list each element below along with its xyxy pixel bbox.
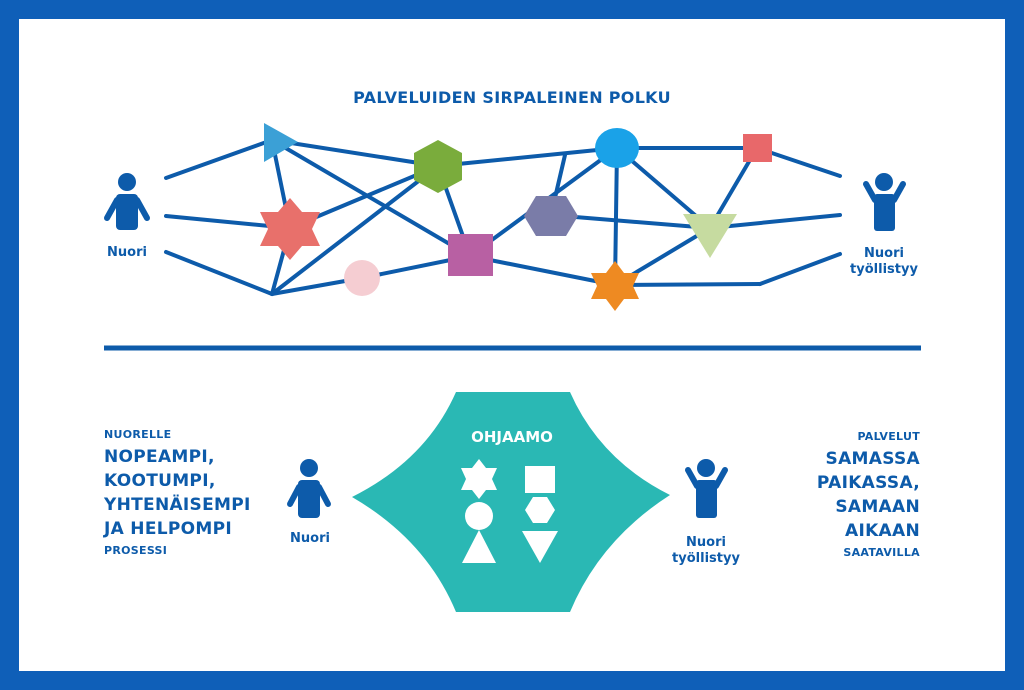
left-big-line: YHTENÄISEMPI xyxy=(104,495,251,515)
person-label-right-bottom-line2: työllistyy xyxy=(672,551,740,566)
left-small-bottom: PROSESSI xyxy=(104,544,168,557)
left-big-line: JA HELPOMPI xyxy=(104,519,232,539)
person-label-right: Nuori työllistyy xyxy=(844,246,924,278)
star-shape xyxy=(260,198,320,260)
star-shape xyxy=(591,261,639,311)
person-icon xyxy=(287,459,331,518)
square-shape xyxy=(448,234,493,276)
left-text-block: NUORELLE NOPEAMPI, KOOTUMPI, YHTENÄISEMP… xyxy=(104,428,251,557)
circle-icon xyxy=(465,502,493,530)
person-label-right-line1: Nuori xyxy=(864,246,904,261)
hexagon-shape xyxy=(414,140,462,193)
right-text-block: PALVELUT SAMASSA PAIKASSA, SAMAAN AIKAAN… xyxy=(790,430,920,559)
hexagon-icon xyxy=(525,497,555,523)
right-big-line: AIKAAN xyxy=(845,521,920,541)
ohjaamo-shape xyxy=(352,392,670,612)
circle-shape xyxy=(344,260,380,296)
square-shape xyxy=(743,134,772,162)
right-small-top: PALVELUT xyxy=(857,430,920,443)
left-small-top: NUORELLE xyxy=(104,428,172,441)
left-big-line: NOPEAMPI, xyxy=(104,447,215,467)
right-big-line: PAIKASSA, xyxy=(816,473,920,493)
ohjaamo-title: OHJAAMO xyxy=(471,428,553,446)
person-label-right-bottom-line1: Nuori xyxy=(686,535,726,550)
service-icons-white xyxy=(461,459,558,563)
left-big-text: NOPEAMPI, KOOTUMPI, YHTENÄISEMPI JA HELP… xyxy=(104,445,251,541)
person-cheering-icon xyxy=(863,173,906,231)
hexagon-shape xyxy=(524,196,578,236)
right-big-line: SAMAAN xyxy=(835,497,920,517)
triangle-icon xyxy=(462,530,496,563)
right-big-text: SAMASSA PAIKASSA, SAMAAN AIKAAN xyxy=(790,447,920,543)
person-label-left: Nuori xyxy=(107,245,147,260)
diagram-title: PALVELUIDEN SIRPALEINEN POLKU xyxy=(353,88,671,107)
person-label-right-line2: työllistyy xyxy=(850,262,918,277)
triangle-down-icon xyxy=(522,531,558,563)
person-cheering-icon xyxy=(685,459,728,518)
right-big-line: SAMASSA xyxy=(825,449,920,469)
right-small-bottom: SAATAVILLA xyxy=(843,546,920,559)
person-icon xyxy=(104,173,150,230)
circle-shape xyxy=(595,128,639,168)
person-label-right-bottom: Nuori työllistyy xyxy=(666,535,746,567)
person-label-left-bottom: Nuori xyxy=(290,531,330,546)
left-big-line: KOOTUMPI, xyxy=(104,471,216,491)
star-icon xyxy=(461,459,497,499)
triangle-shape xyxy=(683,214,737,258)
triangle-shape xyxy=(264,123,298,162)
square-icon xyxy=(525,466,555,493)
